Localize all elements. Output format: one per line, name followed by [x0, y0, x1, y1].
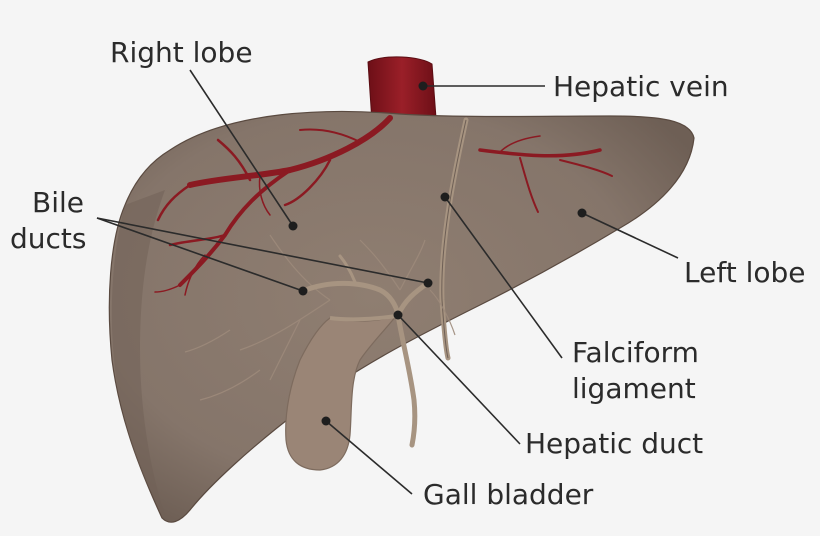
label-bile-line1: Bile	[32, 186, 84, 219]
leader-hepatic-duct	[397, 314, 521, 445]
leader-lines	[96, 69, 679, 495]
liver-shadow	[111, 190, 165, 515]
leader-gall-bladder	[325, 420, 413, 495]
leader-bile-1	[96, 217, 304, 292]
label-left-lobe: Left lobe	[684, 256, 806, 289]
hepatic-vessels-left	[478, 135, 613, 213]
leader-falciform	[444, 196, 563, 359]
leader-left-lobe	[581, 212, 679, 259]
bile-duct-network	[184, 234, 456, 401]
label-falciform-line1: Falciform	[572, 336, 699, 369]
label-hepatic-vein: Hepatic vein	[553, 70, 729, 103]
label-falciform-line2: ligament	[572, 372, 696, 405]
leader-right-lobe	[189, 69, 294, 227]
label-bile-line2: ducts	[10, 222, 87, 255]
leader-dots	[288, 81, 587, 426]
label-hepatic-duct: Hepatic duct	[525, 427, 704, 460]
leader-bile-2	[96, 217, 429, 284]
label-gall-bladder: Gall bladder	[423, 478, 594, 511]
label-right-lobe: Right lobe	[110, 36, 253, 69]
